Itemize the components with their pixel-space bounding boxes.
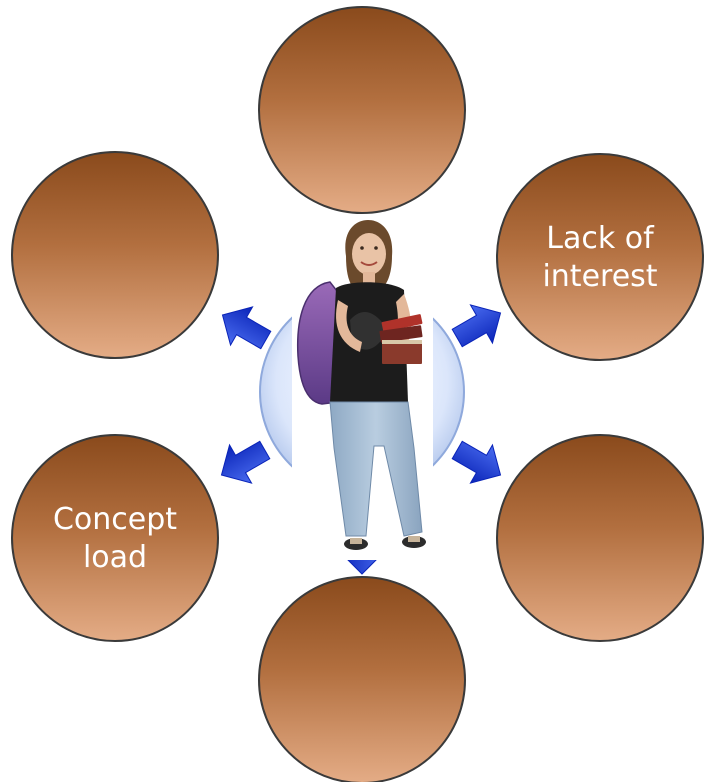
arrow-upper-right-icon	[451, 304, 502, 348]
arrow-upper-left-icon	[221, 306, 272, 350]
node-top	[258, 6, 466, 214]
node-lower-right	[496, 434, 704, 642]
node-circle	[496, 434, 704, 642]
node-label-line: interest	[542, 259, 657, 294]
arrow-lower-left-icon	[220, 440, 271, 484]
node-circle	[258, 6, 466, 214]
node-circle	[258, 576, 466, 782]
node-bottom	[258, 576, 466, 782]
node-label-line: Lack of	[546, 221, 655, 256]
node-circle	[11, 434, 219, 642]
student-image	[292, 218, 433, 560]
face	[352, 233, 386, 275]
node-circle	[496, 153, 704, 361]
books	[379, 314, 423, 364]
node-label-line: Concept	[53, 502, 177, 537]
node-upper-left	[11, 151, 219, 359]
node-circle	[11, 151, 219, 359]
arrow-lower-right-icon	[451, 440, 502, 484]
node-label-line: load	[83, 540, 147, 575]
jeans	[329, 401, 423, 537]
